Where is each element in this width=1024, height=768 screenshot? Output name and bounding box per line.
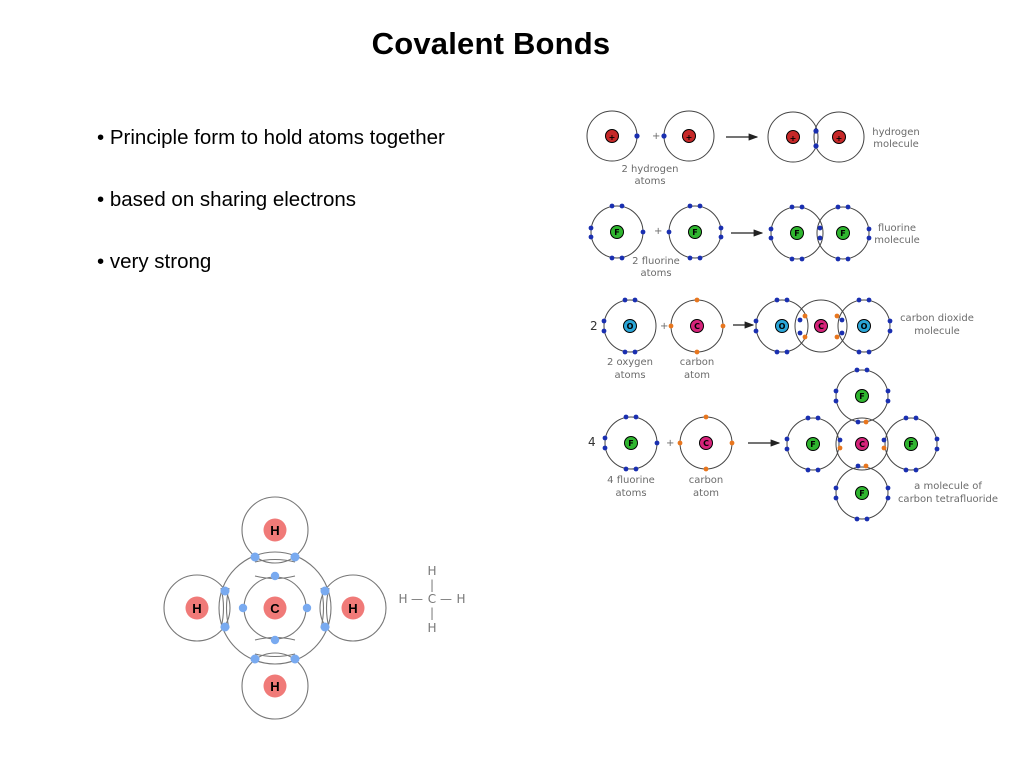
svg-text:2: 2 [590,319,598,333]
svg-text:H: H [456,592,465,606]
bullet-item: • very strong [97,250,212,273]
svg-text:+: + [686,133,693,142]
svg-text:C: C [703,439,709,448]
fluorine-atom: F [588,203,646,261]
svg-text:molecule: molecule [874,235,920,246]
fluorine-reaction: F + F 2 fluorine atoms [588,203,920,279]
bullet-item: • based on sharing electrons [97,188,357,211]
carbon-atom: C [668,297,726,355]
svg-text:+: + [609,133,616,142]
carbon-dioxide-molecule: O C O [753,297,893,355]
reactant-label: 2 hydrogen [622,164,679,175]
product-label: a molecule of [914,481,982,492]
fluorine-atom: F [666,203,724,261]
svg-text:molecule: molecule [873,139,919,150]
svg-text:F: F [794,229,799,238]
reactant-label: 2 oxygen [607,357,653,368]
svg-text:F: F [908,440,913,449]
svg-text:H: H [348,601,357,616]
product-label: fluorine [878,223,916,234]
hydrogen-atom: + [661,110,715,162]
methane-diagram: H H H H C [163,496,387,720]
hydrogen-atom: + [586,110,640,162]
svg-text:atoms: atoms [640,268,671,279]
reactant-label: carbon [680,357,715,368]
reactant-label: 2 fluorine [632,256,680,267]
oxygen-atom: O [601,297,657,355]
svg-text:atom: atom [684,370,710,381]
svg-text:|: | [430,578,434,592]
product-label: hydrogen [872,127,919,138]
svg-text:O: O [779,322,786,331]
svg-text:H: H [398,592,407,606]
svg-text:4: 4 [588,435,596,449]
svg-text:C: C [818,322,824,331]
carbon-tetrafluoride-reaction: 4 F + C 4 fluorine atoms carbon atom [588,367,998,522]
svg-text:O: O [627,322,634,331]
svg-text:atoms: atoms [614,370,645,381]
svg-text:H: H [192,601,201,616]
fluorine-molecule: F F [768,204,872,262]
svg-text:molecule: molecule [914,326,960,337]
fluorine-atom: F [602,414,660,472]
hydrogen-reaction: + + + 2 hydrogen atoms + + hydrogen mole… [586,110,920,187]
svg-text:+: + [790,134,797,143]
reactant-label: 4 fluorine [607,475,655,486]
svg-text:F: F [628,439,633,448]
carbon-dioxide-reaction: 2 O + C 2 oxygen atoms carbon atom [590,297,974,381]
svg-text:atom: atom [693,488,719,499]
svg-text:+: + [660,321,668,332]
svg-text:C: C [859,440,865,449]
svg-text:C: C [428,592,436,606]
svg-text:F: F [614,228,619,237]
svg-text:+: + [836,134,843,143]
svg-text:C: C [694,322,700,331]
svg-text:—: — [440,592,452,606]
svg-text:F: F [859,392,864,401]
reactant-label: carbon [689,475,724,486]
methane-structural-formula: H | H — C — H | H [398,564,465,635]
svg-text:carbon tetrafluoride: carbon tetrafluoride [898,494,998,505]
svg-text:—: — [411,592,423,606]
hydrogen-molecule: + + [767,111,865,163]
svg-text:+: + [652,131,660,142]
carbon-atom: C [677,414,735,472]
svg-text:F: F [810,440,815,449]
svg-text:F: F [840,229,845,238]
svg-text:atoms: atoms [634,176,665,187]
svg-text:F: F [859,489,864,498]
svg-text:H: H [427,621,436,635]
svg-text:|: | [430,606,434,620]
svg-text:H: H [427,564,436,578]
svg-text:H: H [270,523,279,538]
product-label: carbon dioxide [900,313,974,324]
svg-text:+: + [654,226,662,237]
carbon-tetrafluoride-molecule: C F F F F [784,367,940,522]
svg-text:C: C [270,601,280,616]
bullet-item: • Principle form to hold atoms together [97,126,445,149]
svg-text:+: + [666,438,674,449]
svg-text:atoms: atoms [615,488,646,499]
svg-text:O: O [861,322,868,331]
svg-text:H: H [270,679,279,694]
slide-title: Covalent Bonds [371,26,611,61]
svg-text:F: F [692,228,697,237]
